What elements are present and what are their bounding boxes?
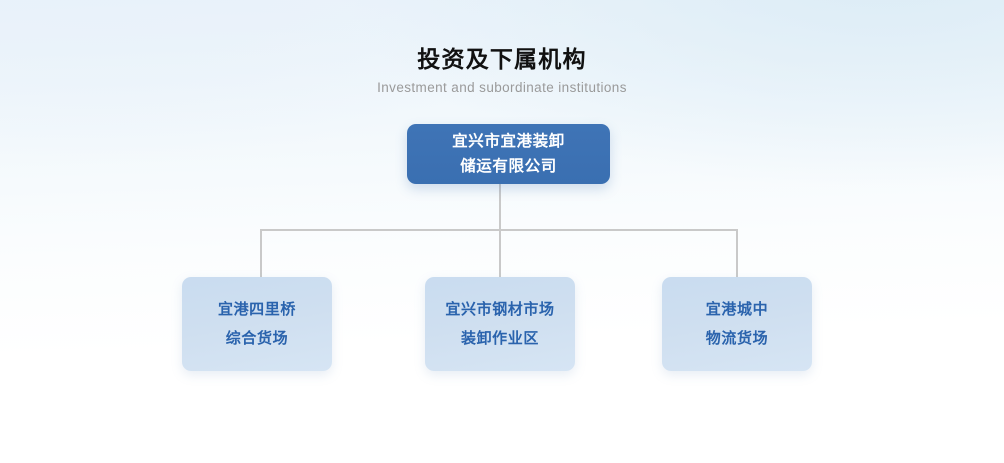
connector-drop-child-1 <box>260 229 262 278</box>
connector-drop-child-3 <box>736 229 738 278</box>
page-header: 投资及下属机构 Investment and subordinate insti… <box>0 44 1004 98</box>
org-node-child-2-label: 宜兴市钢材市场 装卸作业区 <box>445 301 555 347</box>
org-node-child-2[interactable]: 宜兴市钢材市场 装卸作业区 <box>425 277 575 371</box>
org-node-child-1[interactable]: 宜港四里桥 综合货场 <box>182 277 332 371</box>
connector-drop-child-2 <box>499 229 501 278</box>
org-node-child-3[interactable]: 宜港城中 物流货场 <box>662 277 812 371</box>
connector-root-stem <box>499 183 501 231</box>
page-title: 投资及下属机构 <box>417 46 587 72</box>
org-node-root[interactable]: 宜兴市宜港装卸 储运有限公司 <box>407 124 610 184</box>
org-node-root-label: 宜兴市宜港装卸 储运有限公司 <box>452 133 565 175</box>
page-subtitle: Investment and subordinate institutions <box>377 80 627 95</box>
org-node-child-3-label: 宜港城中 物流货场 <box>705 301 769 347</box>
org-node-child-1-label: 宜港四里桥 综合货场 <box>217 301 296 347</box>
